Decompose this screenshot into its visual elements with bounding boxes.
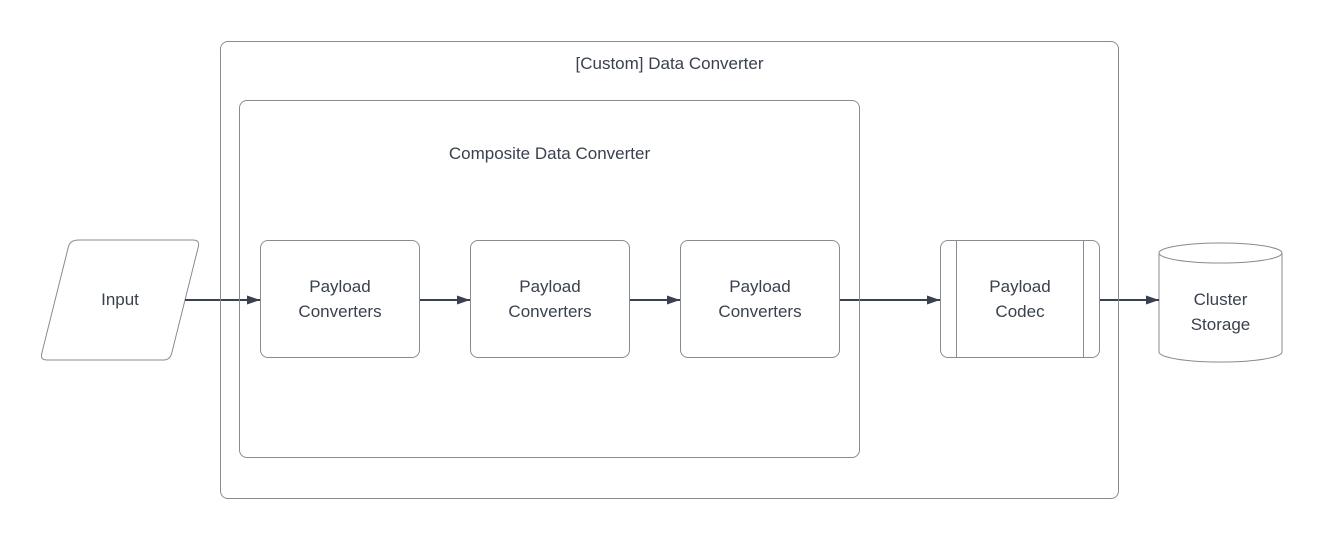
node-payload-converters-1: Payload Converters: [260, 240, 420, 358]
node-payload-codec: Payload Codec: [940, 240, 1100, 358]
cluster-storage-cylinder-top: [1158, 242, 1283, 264]
composite-data-converter-container: Composite Data Converter: [239, 100, 860, 458]
custom-data-converter-label: [Custom] Data Converter: [575, 54, 764, 73]
cluster-storage-cylinder-body: [1158, 253, 1283, 363]
predefined-process-left-bar: [956, 241, 957, 357]
node-payload-converters-3: Payload Converters: [680, 240, 840, 358]
node-input-label: Input: [101, 290, 139, 309]
predefined-process-right-bar: [1083, 241, 1084, 357]
input-parallelogram-shape: [40, 239, 200, 361]
node-payload-converters-1-label: Payload Converters: [298, 277, 382, 321]
node-payload-converters-2: Payload Converters: [470, 240, 630, 358]
custom-data-converter-container: [Custom] Data Converter: [220, 41, 1119, 499]
node-payload-converters-2-label: Payload Converters: [508, 277, 592, 321]
node-payload-converters-3-label: Payload Converters: [718, 277, 802, 321]
node-cluster-storage-label: Cluster Storage: [1190, 290, 1251, 334]
node-payload-codec-label: Payload Codec: [989, 277, 1051, 321]
composite-data-converter-label: Composite Data Converter: [448, 144, 651, 163]
